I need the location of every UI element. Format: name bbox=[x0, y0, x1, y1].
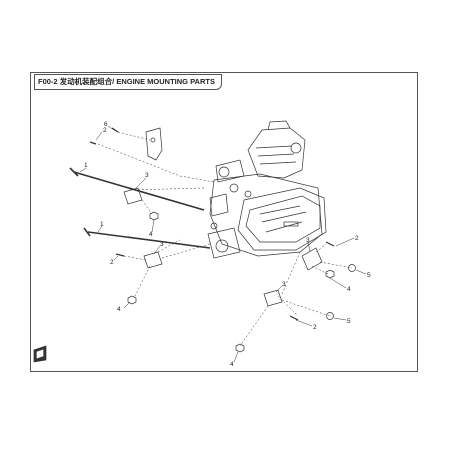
bushing-5b bbox=[326, 312, 334, 320]
diagram-frame bbox=[30, 72, 418, 372]
top-bracket bbox=[145, 127, 163, 161]
callout-3c: 3 bbox=[306, 237, 310, 244]
callout-4c: 4 bbox=[347, 286, 351, 293]
long-bolt-lower bbox=[87, 231, 211, 249]
engine-mount-left-lower bbox=[143, 251, 163, 269]
callout-2a: 2 bbox=[103, 127, 107, 134]
nut-4d bbox=[235, 343, 245, 353]
diagram-title: F00-2 发动机装配组合/ ENGINE MOUNTING PARTS bbox=[34, 74, 222, 90]
callout-4a: 4 bbox=[149, 231, 153, 238]
leader-lines bbox=[97, 131, 353, 347]
callout-5b: 5 bbox=[347, 318, 351, 325]
bushing-5a bbox=[348, 264, 356, 272]
callout-2c: 2 bbox=[355, 235, 359, 242]
callout-1a: 1 bbox=[84, 162, 88, 169]
callout-1b: 1 bbox=[100, 221, 104, 228]
callout-6: 6 bbox=[104, 121, 108, 128]
callout-3a: 3 bbox=[145, 172, 149, 179]
nut-4c bbox=[325, 269, 335, 279]
nut-4a bbox=[149, 211, 159, 221]
callout-4b: 4 bbox=[117, 306, 121, 313]
callout-3d: 3 bbox=[282, 281, 286, 288]
callout-3b: 3 bbox=[160, 241, 164, 248]
callout-labels: 2 6 1 3 4 1 2 3 4 2 3 5 4 3 2 5 4 bbox=[84, 121, 371, 368]
engine-mount-right-lower bbox=[263, 289, 283, 307]
callout-2b: 2 bbox=[110, 259, 114, 266]
engine-mount-right-upper bbox=[301, 247, 323, 271]
callout-4d: 4 bbox=[230, 361, 234, 368]
callout-5a: 5 bbox=[367, 272, 371, 279]
nut-4b bbox=[127, 295, 137, 305]
callout-2d: 2 bbox=[313, 324, 317, 331]
diagram-title-text: F00-2 发动机装配组合/ ENGINE MOUNTING PARTS bbox=[38, 77, 215, 86]
